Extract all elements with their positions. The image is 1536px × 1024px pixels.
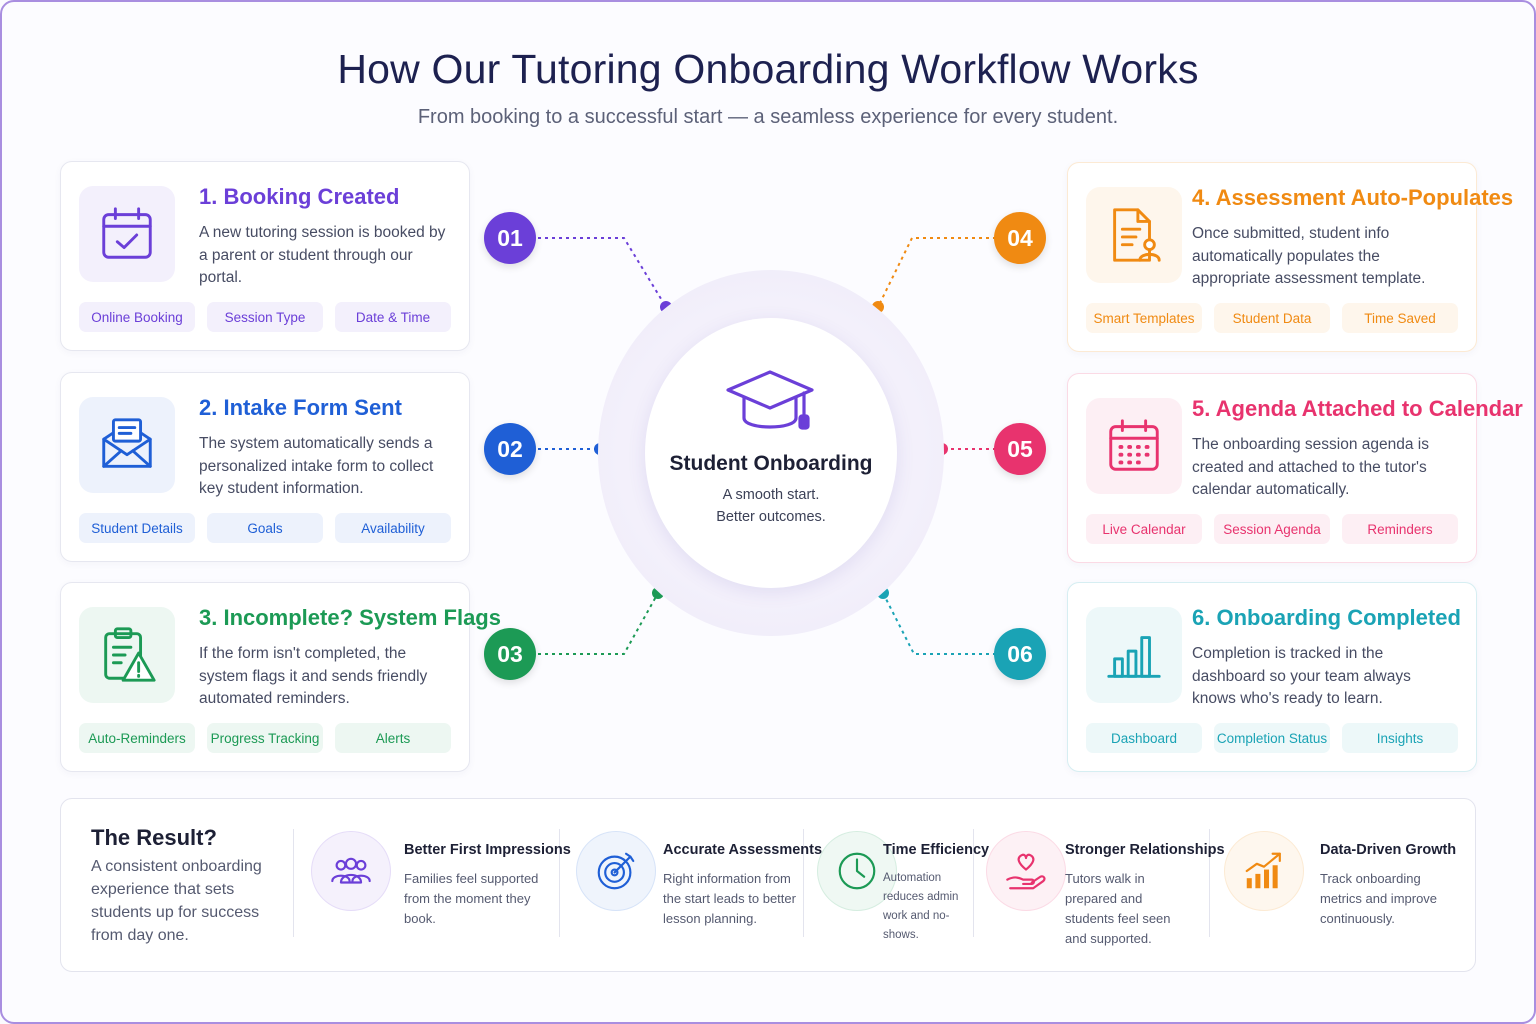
clock-icon (817, 831, 897, 911)
hub-subtitle-line-2: Better outcomes. (716, 509, 826, 525)
connector-03 (538, 592, 659, 655)
result-title: The Result? (91, 825, 217, 850)
step-tag: Student Details (79, 513, 195, 543)
result-description: A consistent onboarding experience that … (91, 858, 262, 944)
step-tag: Completion Status (1214, 723, 1330, 753)
step-title: 4. Assessment Auto-Populates (1192, 185, 1514, 210)
step-tag: Time Saved (1342, 303, 1458, 333)
step-tags: Live Calendar Session Agenda Reminders (1086, 514, 1458, 544)
envelope-icon (79, 397, 175, 493)
step-number-badge-02: 02 (484, 423, 536, 475)
document-user-icon (1086, 187, 1182, 283)
step-tag: Availability (335, 513, 451, 543)
step-tag: Online Booking (79, 302, 195, 332)
step-number-badge-05: 05 (994, 423, 1046, 475)
hub-subtitle: A smooth start. Better outcomes. (645, 484, 897, 528)
step-tag: Progress Tracking (207, 723, 323, 753)
step-tag: Auto-Reminders (79, 723, 195, 753)
step-tag: Insights (1342, 723, 1458, 753)
step-tags: Auto-Reminders Progress Tracking Alerts (79, 723, 451, 753)
step-tags: Smart Templates Student Data Time Saved (1086, 303, 1458, 333)
step-number-badge-04: 04 (994, 212, 1046, 264)
benefit-description: Tutors walk in prepared and students fee… (1065, 871, 1171, 946)
graduation-cap-icon (726, 370, 814, 430)
people-icon (311, 831, 391, 911)
step-title: 6. Onboarding Completed (1192, 605, 1461, 630)
calendar-grid-icon (1086, 398, 1182, 494)
step-tag: Live Calendar (1086, 514, 1202, 544)
result-divider (559, 829, 560, 937)
step-tag: Date & Time (335, 302, 451, 332)
step-description: The onboarding session agenda is created… (1192, 436, 1429, 498)
page-title: How Our Tutoring Onboarding Workflow Wor… (337, 46, 1199, 92)
result-divider (293, 829, 294, 937)
connector-04 (877, 237, 996, 308)
step-description: A new tutoring session is booked by a pa… (199, 224, 446, 286)
benefit-description: Right information from the start leads t… (663, 871, 796, 926)
step-title: 1. Booking Created (199, 184, 400, 209)
connector-06 (882, 592, 996, 655)
benefit-title: Better First Impressions (404, 842, 571, 858)
step-tag: Student Data (1214, 303, 1330, 333)
step-tag: Goals (207, 513, 323, 543)
result-divider (803, 829, 804, 937)
hub-title: Student Onboarding (669, 452, 873, 475)
target-icon (576, 831, 656, 911)
clipboard-alert-icon (79, 607, 175, 703)
step-tag: Alerts (335, 723, 451, 753)
step-number-badge-06: 06 (994, 628, 1046, 680)
step-tags: Student Details Goals Availability (79, 513, 451, 543)
benefit-title: Time Efficiency (883, 842, 990, 858)
benefit-title: Data-Driven Growth (1320, 842, 1457, 858)
result-divider (1209, 829, 1210, 937)
step-description: Once submitted, student info automatical… (1192, 225, 1426, 287)
step-number-badge-01: 01 (484, 212, 536, 264)
benefit-title: Accurate Assessments (663, 842, 823, 858)
page-subtitle: From booking to a successful start — a s… (417, 106, 1119, 128)
step-tags: Online Booking Session Type Date & Time (79, 302, 451, 332)
step-number-badge-03: 03 (484, 628, 536, 680)
step-tags: Dashboard Completion Status Insights (1086, 723, 1458, 753)
connector-01 (538, 237, 667, 308)
bar-chart-icon (1086, 607, 1182, 703)
step-tag: Session Type (207, 302, 323, 332)
hub-subtitle-line-1: A smooth start. (722, 487, 820, 503)
benefit-description: Families feel supported from the moment … (404, 871, 539, 926)
heart-hand-icon (986, 831, 1066, 911)
benefit-description: Track onboarding metrics and improve con… (1320, 871, 1438, 926)
step-tag: Dashboard (1086, 723, 1202, 753)
growth-chart-icon (1224, 831, 1304, 911)
step-tag: Smart Templates (1086, 303, 1202, 333)
step-title: 5. Agenda Attached to Calendar (1192, 396, 1523, 421)
benefit-description: Automation reduces admin work and no-sho… (883, 872, 959, 941)
step-title: 3. Incomplete? System Flags (199, 605, 501, 630)
calendar-check-icon (79, 186, 175, 282)
step-card-01: 1. Booking Created A new tutoring session… (60, 161, 470, 351)
result-panel: The Result? A consistent onboarding expe… (60, 798, 1476, 972)
step-card-03: 3. Incomplete? System Flags If the form i… (60, 582, 501, 772)
benefit-title: Stronger Relationships (1065, 842, 1225, 858)
step-description: If the form isn't completed, the system … (199, 645, 428, 707)
step-tag: Reminders (1342, 514, 1458, 544)
step-title: 2. Intake Form Sent (199, 395, 402, 420)
result-divider (973, 829, 974, 937)
step-description: The system automatically sends a persona… (199, 435, 434, 497)
hub-core (645, 318, 897, 588)
step-tag: Session Agenda (1214, 514, 1330, 544)
step-description: Completion is tracked in the dashboard s… (1192, 645, 1411, 707)
